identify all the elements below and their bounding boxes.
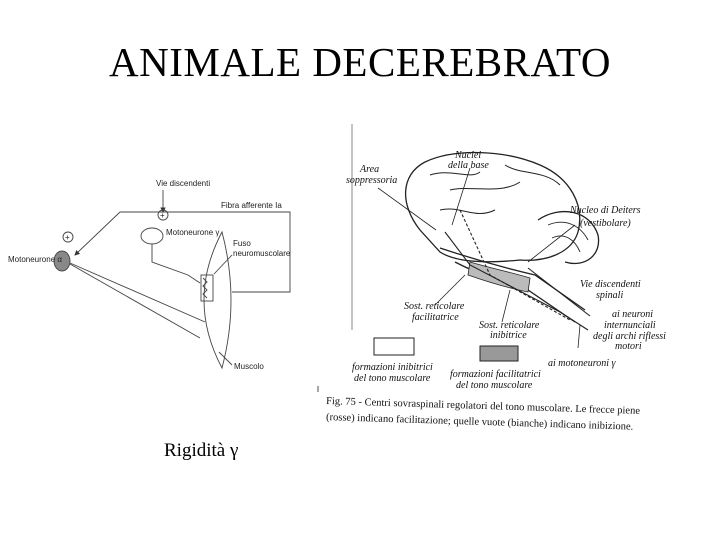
- legend-inhibitory-1: formazioni inibitrici: [352, 362, 433, 373]
- label-alpha-motoneuron: Motoneurone α: [8, 255, 62, 264]
- label-inter-2: internunciali: [604, 320, 656, 331]
- label-ret-fac-1: Sost. reticolare: [404, 301, 465, 312]
- label-ret-fac-2: facilitatrice: [412, 312, 459, 323]
- legend-facilitatory-swatch: [480, 346, 518, 361]
- muscle-spindle: [201, 275, 213, 301]
- label-ret-inh-2: inibitrice: [490, 330, 527, 341]
- label-suppressor-2: soppressoria: [346, 175, 397, 186]
- pointer-basal-ganglia: [452, 168, 470, 225]
- afferent-to-alpha: [75, 212, 120, 255]
- label-suppressor-1: Area: [359, 164, 379, 175]
- label-spindle-1: Fuso: [233, 239, 251, 248]
- label-inter-1: ai neuroni: [612, 309, 653, 320]
- label-desc-2: spinali: [596, 290, 623, 301]
- legend-facilitatory-2: del tono muscolare: [456, 380, 533, 391]
- label-deiters-1: Nucleo di Deiters: [569, 205, 641, 216]
- muscle-shape: [204, 232, 231, 368]
- label-desc-1: Vie discendenti: [580, 279, 641, 290]
- pointer-suppressor: [378, 188, 436, 230]
- label-muscle: Muscolo: [234, 362, 264, 371]
- plus-label-gamma: +: [160, 211, 165, 220]
- slide-subtitle: Rigidità γ: [164, 440, 238, 462]
- legend-facilitatory-1: formazioni facilitatrici: [450, 369, 541, 380]
- legend-inhibitory-2: del tono muscolare: [354, 373, 431, 384]
- label-spindle-2: neuromuscolare: [233, 249, 291, 258]
- label-gamma-motoneuron: Motoneurone γ: [166, 228, 219, 237]
- legend-inhibitory-swatch: [374, 338, 414, 355]
- pointer-gamma: [578, 325, 580, 348]
- label-descending: Vie discendenti: [156, 179, 210, 188]
- label-afferent-ia: Fibra afferente Ia: [221, 201, 282, 210]
- label-basal-2: della base: [448, 160, 489, 171]
- alpha-efferent-2: [70, 264, 200, 338]
- pointer-ret-inh: [502, 290, 510, 322]
- gamma-loop-diagram: [54, 190, 290, 368]
- plus-label-alpha: +: [65, 233, 70, 242]
- label-gamma-target: ai motoneuroni γ: [548, 358, 617, 369]
- cerebrum-gyri: [430, 165, 560, 214]
- cerebrum-outline: [406, 153, 580, 262]
- spinal-outflow: [560, 312, 588, 330]
- gamma-motoneuron: [141, 228, 163, 244]
- vestibulospinal-pathway: [528, 268, 590, 316]
- label-deiters-2: (vestibolare): [580, 218, 631, 229]
- gamma-efferent: [152, 244, 200, 283]
- label-inter-4: motori: [615, 341, 642, 352]
- alpha-efferent-1: [70, 263, 205, 322]
